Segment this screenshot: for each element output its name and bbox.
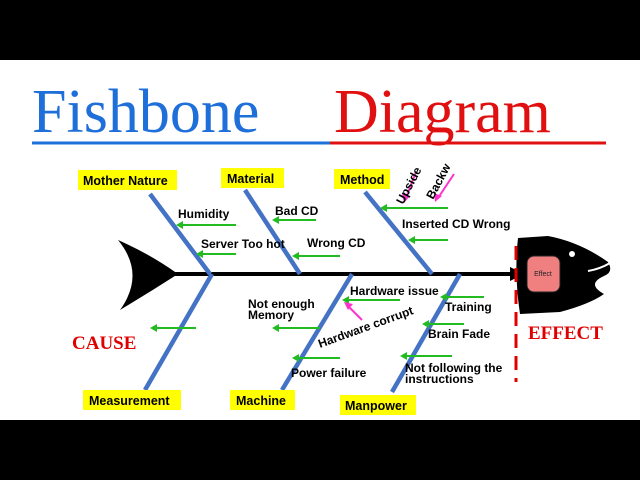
cause-brain-fade: Brain Fade	[428, 327, 490, 341]
cause-server-too-hot: Server Too hot	[201, 237, 285, 251]
bottom-black-bar	[0, 420, 640, 480]
bone-method	[365, 192, 432, 274]
category-machine: Machine	[236, 394, 286, 408]
bone-material	[245, 190, 300, 274]
cause-wrong-cd: Wrong CD	[307, 236, 366, 250]
cause-humidity: Humidity	[178, 207, 230, 221]
cause-hardware-issue: Hardware issue	[350, 284, 439, 298]
title-word-diagram: Diagram	[334, 78, 551, 146]
effect-side-label: EFFECT	[528, 323, 603, 344]
category-material: Material	[227, 172, 274, 186]
bone-measurement	[145, 274, 212, 390]
cause-upside: Upside	[393, 164, 424, 206]
category-mother-nature: Mother Nature	[83, 174, 168, 188]
cause-bad-cd: Bad CD	[275, 204, 319, 218]
fish-eye	[569, 251, 575, 257]
fishbone-svg: Fishbone Diagram Effect	[0, 60, 640, 420]
category-manpower: Manpower	[345, 399, 407, 413]
title-word-fishbone: Fishbone	[32, 78, 259, 146]
cause-memory: Memory	[248, 308, 294, 322]
category-method: Method	[340, 173, 384, 187]
diagram-canvas: Fishbone Diagram Effect	[0, 60, 640, 420]
cause-inserted-cd-wrong: Inserted CD Wrong	[402, 217, 510, 231]
cause-instructions: instructions	[405, 372, 474, 386]
cause-power-failure: Power failure	[291, 366, 367, 380]
pink-arrow-hardware-corrupt	[348, 306, 362, 320]
category-measurement: Measurement	[89, 394, 170, 408]
cause-training: Training	[445, 300, 492, 314]
effect-box-label: Effect	[534, 271, 552, 278]
cause-side-label: CAUSE	[72, 333, 136, 354]
top-black-bar	[0, 0, 640, 60]
